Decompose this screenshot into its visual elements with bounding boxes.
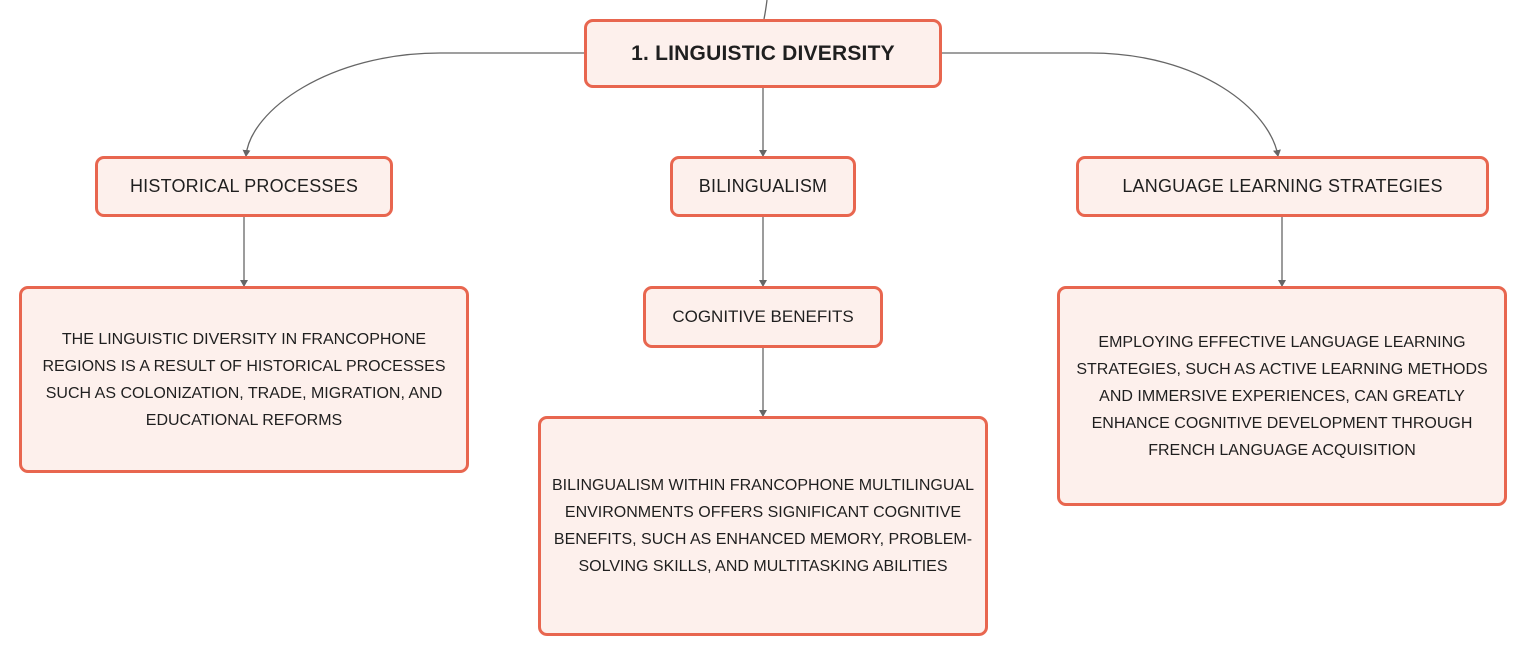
root-node-label: 1. LINGUISTIC DIVERSITY	[631, 41, 895, 65]
historical-processes-label: HISTORICAL PROCESSES	[129, 176, 359, 196]
historical-processes-node[interactable]: HISTORICAL PROCESSES	[95, 156, 393, 217]
historical-processes-detail-node[interactable]: THE LINGUISTIC DIVERSITY IN FRANCOPHONE …	[19, 286, 469, 473]
cognitive-benefits-detail-text: BILINGUALISM WITHIN FRANCOPHONE MULTILIN…	[552, 477, 974, 575]
connector-root-to-historical-processes	[242, 52, 584, 157]
cognitive-benefits-detail-node[interactable]: BILINGUALISM WITHIN FRANCOPHONE MULTILIN…	[538, 416, 988, 636]
bilingualism-label: BILINGUALISM	[698, 176, 828, 196]
connector-root-to-language-learning-strategies	[942, 52, 1281, 157]
cognitive-benefits-label: COGNITIVE BENEFITS	[672, 307, 854, 326]
language-learning-strategies-node[interactable]: LANGUAGE LEARNING STRATEGIES	[1076, 156, 1489, 217]
historical-processes-detail-text: THE LINGUISTIC DIVERSITY IN FRANCOPHONE …	[42, 330, 446, 429]
language-learning-strategies-detail-text: EMPLOYING EFFECTIVE LANGUAGE LEARNING ST…	[1076, 333, 1488, 459]
bilingualism-node[interactable]: BILINGUALISM	[670, 156, 856, 217]
cognitive-benefits-node[interactable]: COGNITIVE BENEFITS	[643, 286, 883, 348]
language-learning-strategies-label: LANGUAGE LEARNING STRATEGIES	[1122, 176, 1443, 196]
root-node[interactable]: 1. LINGUISTIC DIVERSITY	[584, 19, 942, 88]
language-learning-strategies-detail-node[interactable]: EMPLOYING EFFECTIVE LANGUAGE LEARNING ST…	[1057, 286, 1507, 506]
connector-incoming-root	[763, 0, 768, 20]
